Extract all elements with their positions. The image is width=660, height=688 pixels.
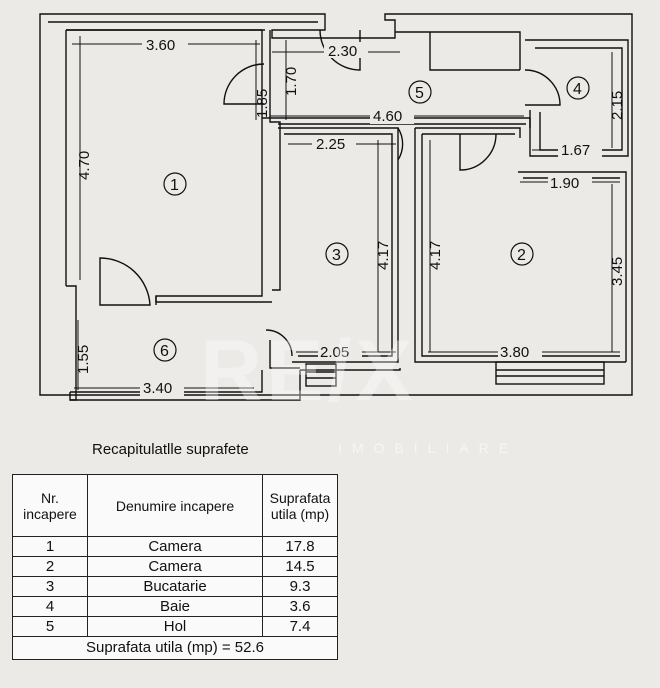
table-row: 2 Camera 14.5: [12, 556, 338, 577]
dim-label: 1.70: [283, 67, 300, 96]
table-row: 5 Hol 7.4: [12, 616, 338, 637]
table-row: 3 Bucatarie 9.3: [12, 576, 338, 597]
room-number-2: 2: [517, 247, 526, 264]
door-arc-7: [265, 329, 293, 357]
cell-area: 9.3: [262, 576, 338, 597]
dim-label: 3.80: [500, 344, 529, 361]
cell-nr: 1: [12, 536, 88, 557]
dim-label: 1.85: [254, 89, 271, 118]
cell-nr: 5: [12, 616, 88, 637]
dim-label: 3.40: [143, 380, 172, 397]
room-number-6: 6: [160, 343, 169, 360]
dim-label: 4.17: [427, 241, 444, 270]
dim-label: 1.55: [75, 345, 92, 374]
dim-label: 2.30: [328, 43, 357, 60]
total-row: Suprafata utila (mp) = 52.6: [12, 636, 338, 660]
cell-area: 14.5: [262, 556, 338, 577]
room-number-5: 5: [415, 85, 424, 102]
table-row: 1 Camera 17.8: [12, 536, 338, 557]
total-area: Suprafata utila (mp) = 52.6: [12, 636, 338, 660]
header-nr: Nr. incapere: [12, 474, 88, 537]
table-row: 4 Baie 3.6: [12, 596, 338, 617]
room-number-3: 3: [332, 247, 341, 264]
dim-label: 2.25: [316, 136, 345, 153]
dim-label: 4.17: [375, 241, 392, 270]
recap-title: Recapitulatlle suprafete: [92, 441, 249, 458]
dim-label: 4.70: [76, 151, 93, 180]
dim-label: 3.45: [609, 257, 626, 286]
door-arc-6: [99, 257, 151, 306]
cell-nr: 2: [12, 556, 88, 577]
cell-area: 3.6: [262, 596, 338, 617]
dim-label: 2.15: [609, 91, 626, 120]
watermark-logo: RE/X: [200, 323, 417, 419]
cell-area: 7.4: [262, 616, 338, 637]
cell-area: 17.8: [262, 536, 338, 557]
room-number-1: 1: [170, 177, 179, 194]
cell-name: Bucatarie: [87, 576, 263, 597]
cell-name: Camera: [87, 536, 263, 557]
cell-name: Baie: [87, 596, 263, 617]
watermark-subtitle: IMOBILIARE: [338, 440, 519, 456]
door-arc-2: [319, 29, 361, 71]
dim-label: 1.90: [550, 175, 579, 192]
dim-label: 1.67: [561, 142, 590, 159]
room-number-4: 4: [573, 81, 582, 98]
cell-name: Camera: [87, 556, 263, 577]
door-arc-4: [459, 133, 497, 171]
header-name: Denumire incapere: [87, 474, 263, 537]
dim-label: 2.05: [320, 344, 349, 361]
dim-label: 4.60: [373, 108, 402, 125]
outer-wall: [39, 13, 633, 396]
cell-nr: 3: [12, 576, 88, 597]
cell-name: Hol: [87, 616, 263, 637]
dim-label: 3.60: [146, 37, 175, 54]
cell-nr: 4: [12, 596, 88, 617]
header-area: Suprafata utila (mp): [262, 474, 338, 537]
recap-table: Nr. incapere Denumire incapere Suprafata…: [12, 474, 338, 660]
door-arc-5: [397, 127, 404, 161]
floor-plan: 1 2 3 4 5 6 3.60 2.30 1.85 1.70 4.70 4.6…: [39, 13, 633, 401]
door-arc-3: [524, 69, 561, 106]
